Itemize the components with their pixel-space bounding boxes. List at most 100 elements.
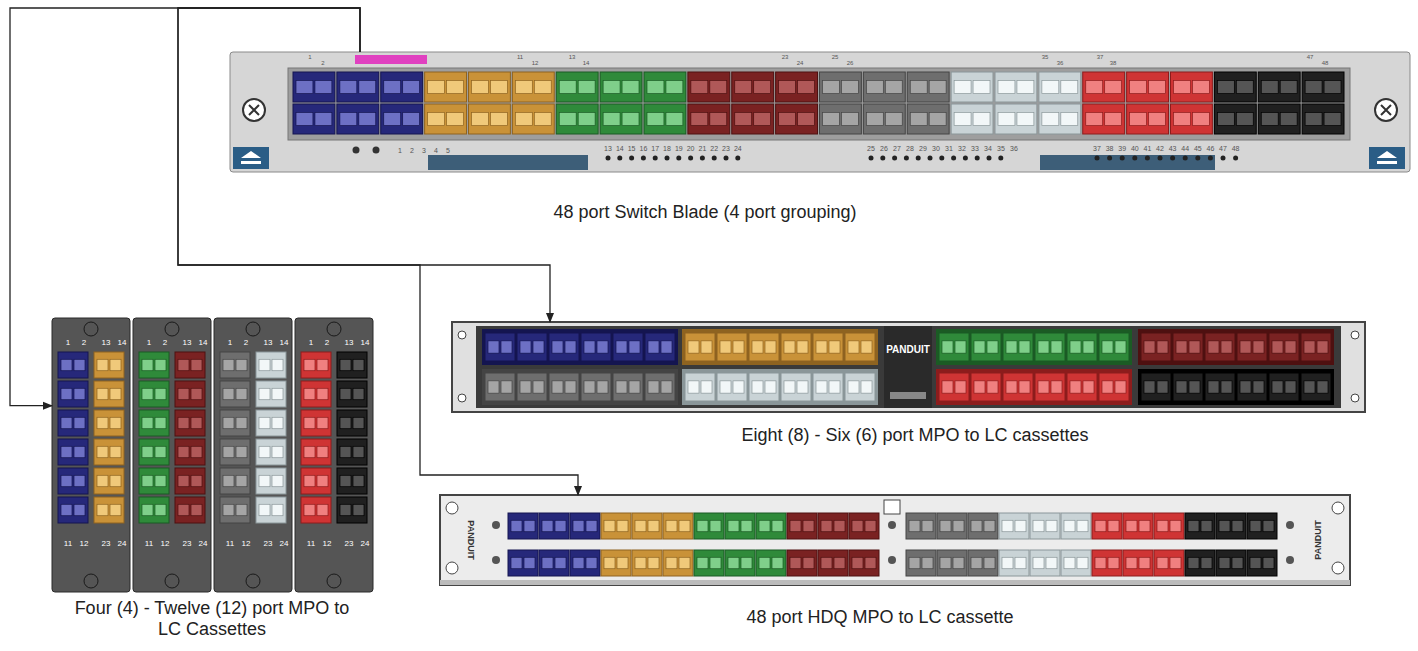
port-shape (142, 504, 153, 515)
port-shape (1092, 550, 1122, 576)
port-shape (1015, 557, 1026, 568)
port-shape (94, 410, 124, 436)
port-shape (74, 475, 85, 486)
port-shape (142, 417, 153, 428)
port-number: 2 (82, 339, 86, 347)
port-shape (220, 352, 250, 378)
port-shape (691, 80, 708, 93)
port-shape (139, 352, 169, 378)
port-shape (1188, 557, 1199, 568)
port-shape (1130, 80, 1147, 93)
port-shape (539, 513, 569, 539)
port-shape (787, 550, 817, 576)
port-shape (533, 381, 544, 393)
cassette-latch (327, 322, 341, 336)
port-shape (337, 468, 367, 494)
node-caption: 48 port HDQ MPO to LC cassette (746, 607, 1013, 628)
port-shape (447, 80, 464, 93)
port-shape (259, 504, 270, 515)
port-shape (340, 446, 351, 457)
port-number: 20 (687, 145, 695, 152)
port-shape (999, 513, 1029, 539)
port-shape (315, 80, 332, 93)
port-shape (573, 520, 584, 531)
port-shape (512, 72, 554, 102)
port-shape (1108, 557, 1119, 568)
port-shape (581, 333, 611, 361)
port-shape (220, 381, 250, 407)
port-shape (1144, 341, 1155, 353)
cassette-latch (246, 322, 260, 336)
port-shape (1139, 557, 1150, 568)
port-number: 28 (906, 145, 914, 152)
port-number: 30 (932, 145, 940, 152)
port-shape (995, 104, 1037, 134)
port-number: 37 (1097, 54, 1104, 60)
port-shape (220, 439, 250, 465)
port-shape (508, 513, 538, 539)
port-number: 31 (945, 145, 953, 152)
port-shape (220, 410, 250, 436)
port-shape (1039, 72, 1081, 102)
port-shape (403, 112, 420, 125)
port-shape (973, 80, 990, 93)
link-led (1195, 156, 1200, 161)
logo-plate (884, 326, 932, 408)
port-shape (97, 359, 108, 370)
port-shape (861, 341, 872, 353)
eject-lever (233, 147, 269, 169)
link-led (916, 156, 921, 161)
port-shape (1171, 72, 1213, 102)
port-shape (910, 112, 927, 125)
port-shape (663, 513, 693, 539)
port-shape (1051, 341, 1062, 353)
port-number: 24 (361, 540, 370, 548)
port-shape (1144, 381, 1155, 393)
port-shape (600, 104, 642, 134)
port-shape (733, 341, 744, 353)
label-slot (890, 392, 926, 399)
port-shape (511, 557, 522, 568)
port-number: 35 (1042, 54, 1049, 60)
port-number: 12 (532, 60, 539, 66)
port-number: 14 (616, 145, 624, 152)
port-shape (191, 504, 202, 515)
port-shape (720, 381, 731, 393)
link-led (869, 156, 874, 161)
port-shape (999, 550, 1029, 576)
port-shape (256, 381, 286, 407)
port-shape (942, 381, 953, 393)
port-shape (710, 112, 727, 125)
port-shape (337, 497, 367, 523)
port-shape (272, 359, 283, 370)
port-shape (848, 381, 859, 393)
port-number: 46 (1206, 145, 1214, 152)
port-shape (694, 550, 724, 576)
port-shape (910, 80, 927, 93)
port-shape (1236, 112, 1253, 125)
port-shape (304, 475, 315, 486)
port-number: 37 (1093, 145, 1101, 152)
port-shape (175, 497, 205, 523)
port-shape (520, 341, 531, 353)
port-shape (735, 112, 752, 125)
port-shape (1061, 80, 1078, 93)
port-number: 12 (242, 540, 251, 548)
port-shape (515, 112, 532, 125)
port-number: 21 (698, 145, 706, 152)
port-shape (697, 520, 708, 531)
port-shape (74, 446, 85, 457)
port-shape (236, 475, 247, 486)
port-shape (581, 373, 611, 401)
port-shape (679, 557, 690, 568)
link-led (700, 156, 705, 161)
port-shape (178, 417, 189, 428)
port-shape (552, 381, 563, 393)
port-shape (644, 72, 686, 102)
port-shape (74, 417, 85, 428)
port-shape (559, 112, 576, 125)
port-shape (749, 333, 779, 361)
port-shape (317, 475, 328, 486)
port-shape (425, 72, 467, 102)
panel-lip (440, 580, 1350, 585)
